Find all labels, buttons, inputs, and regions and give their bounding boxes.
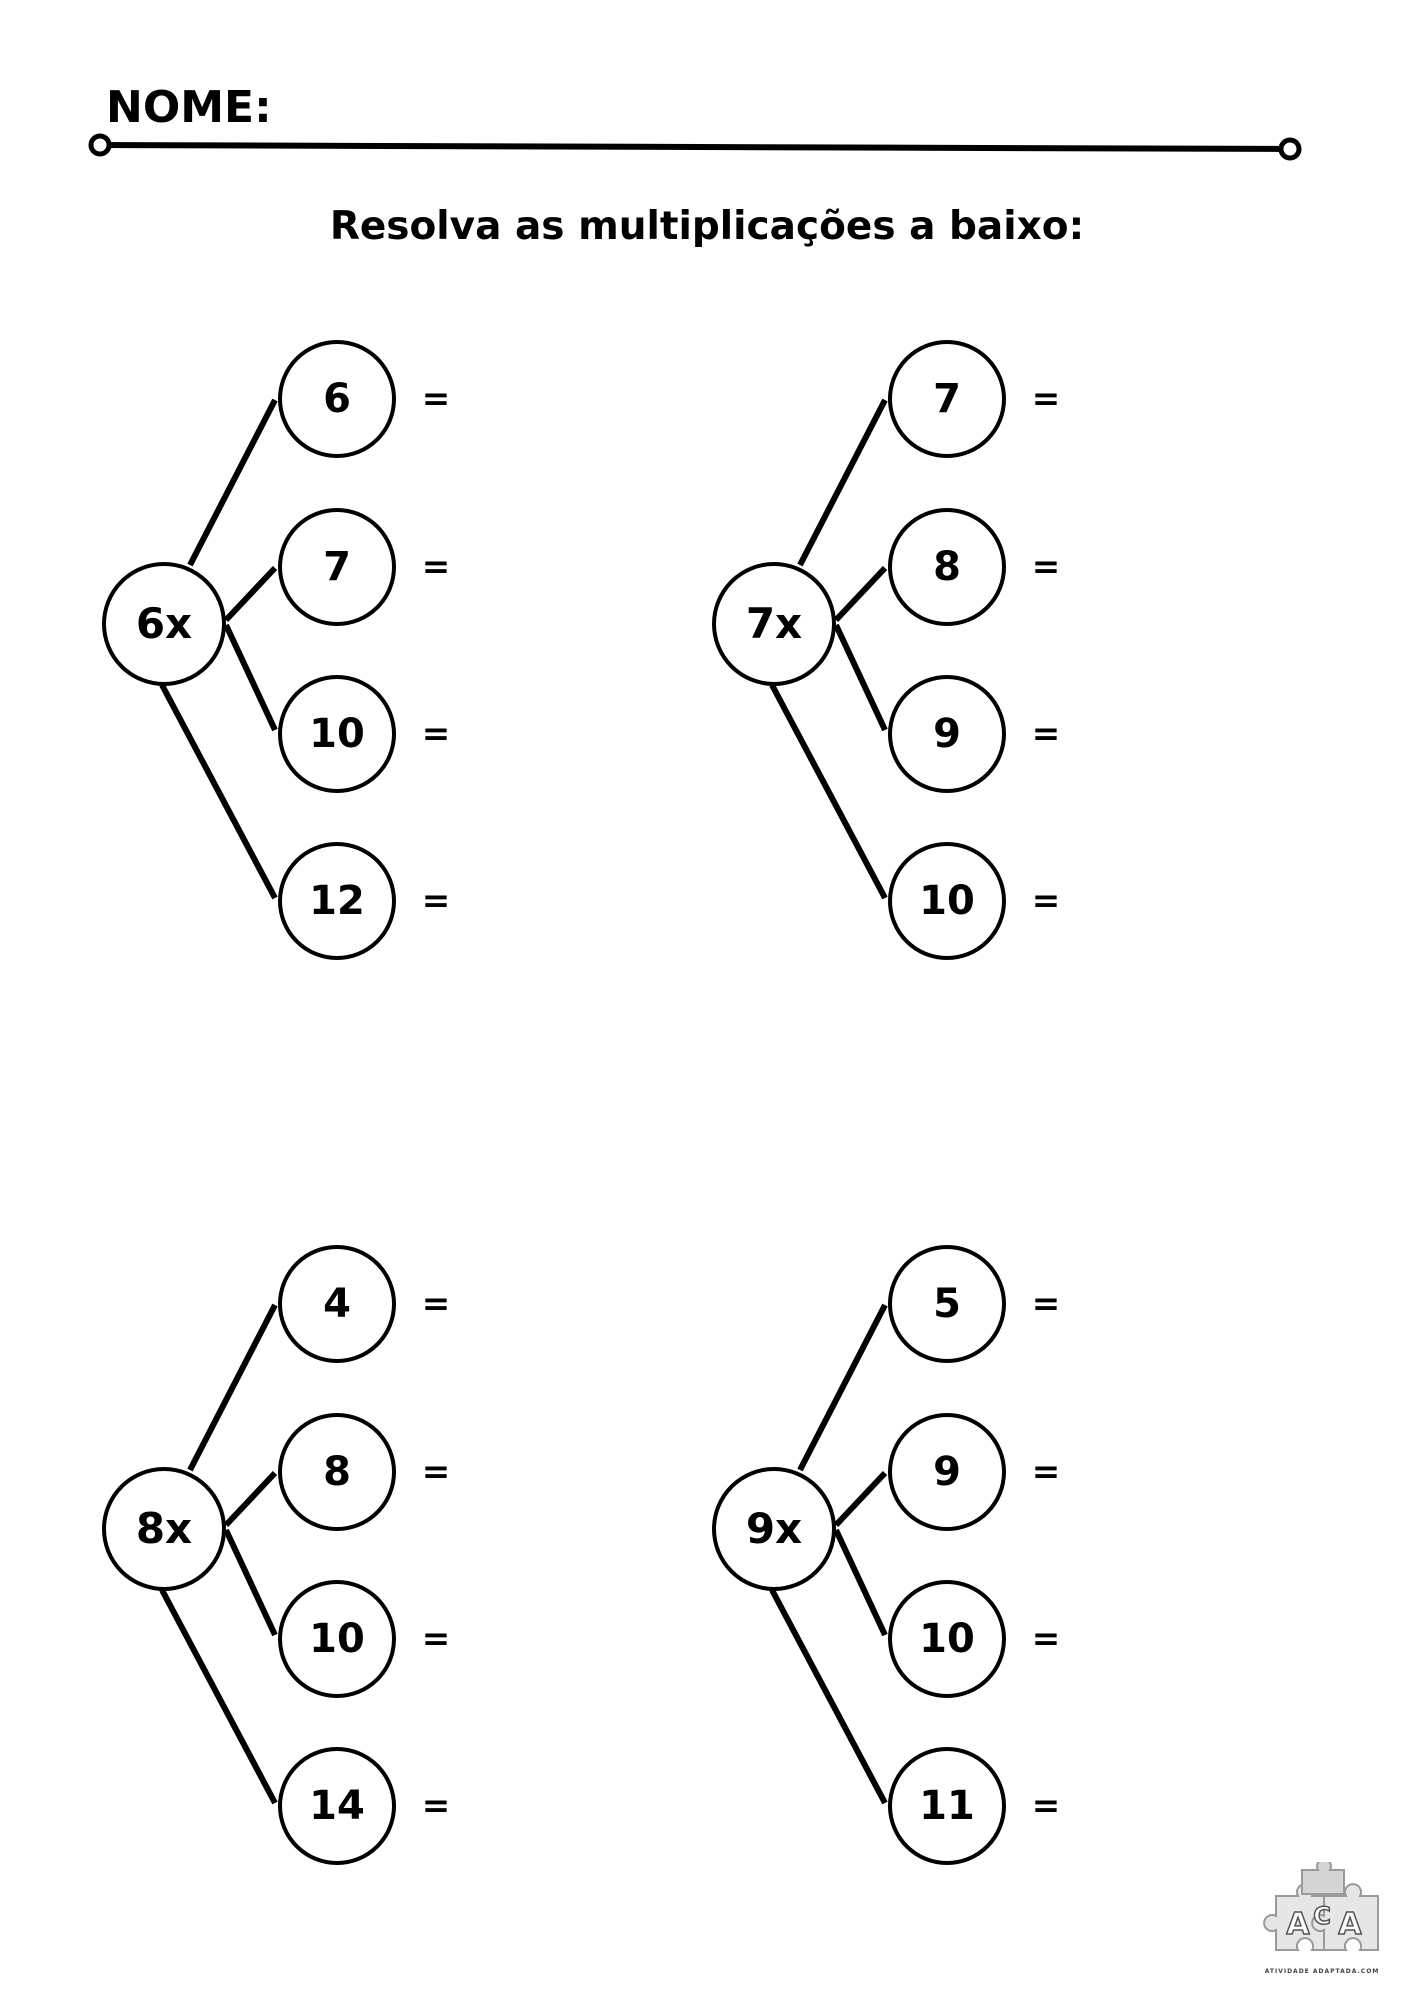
answer-slot[interactable]: [1072, 719, 1182, 749]
factor-circle: 10: [888, 1580, 1006, 1698]
factor-circle: 12: [278, 842, 396, 960]
logo-letter: A: [1338, 1907, 1362, 1942]
answer-slot[interactable]: [1072, 1289, 1182, 1319]
answer-slot[interactable]: [1072, 886, 1182, 916]
multiplier-circle: 8x: [102, 1467, 226, 1591]
factor-circle: 7: [888, 340, 1006, 458]
answer-slot[interactable]: [462, 1457, 572, 1487]
factor-circle: 7: [278, 508, 396, 626]
multiplication-tree-8x: 8x 4 8 10 14 = = = =: [100, 1235, 660, 1875]
factor-circle: 8: [888, 508, 1006, 626]
answer-slot[interactable]: [462, 1791, 572, 1821]
factor-circle: 5: [888, 1245, 1006, 1363]
factor-circle: 9: [888, 1413, 1006, 1531]
puzzle-logo-icon: A C A: [1263, 1862, 1379, 1951]
equals-sign: =: [1031, 1619, 1061, 1659]
answer-slot[interactable]: [1072, 384, 1182, 414]
multiplier-circle: 7x: [712, 562, 836, 686]
factor-circle: 6: [278, 340, 396, 458]
factor-circle: 10: [278, 675, 396, 793]
instruction-text: Resolva as multiplicações a baixo:: [329, 204, 1085, 249]
name-underline: [99, 142, 1291, 152]
multiplier-circle: 6x: [102, 562, 226, 686]
answer-slot[interactable]: [1072, 1624, 1182, 1654]
factor-circle: 8: [278, 1413, 396, 1531]
answer-slot[interactable]: [462, 886, 572, 916]
name-label: NOME:: [106, 82, 272, 133]
tree-branches: [769, 398, 888, 900]
equals-sign: =: [1031, 379, 1061, 419]
equals-sign: =: [421, 1786, 451, 1826]
factor-circle: 11: [888, 1747, 1006, 1865]
answer-slot[interactable]: [462, 384, 572, 414]
answer-slot[interactable]: [1072, 1457, 1182, 1487]
equals-sign: =: [421, 1619, 451, 1659]
answer-slot[interactable]: [1072, 1791, 1182, 1821]
multiplication-tree-7x: 7x 7 8 9 10 = = = =: [710, 330, 1270, 970]
equals-sign: =: [1031, 714, 1061, 754]
name-field[interactable]: [0, 0, 1414, 200]
equals-sign: =: [1031, 1452, 1061, 1492]
factor-circle: 10: [888, 842, 1006, 960]
line-start-dot: [88, 133, 112, 157]
equals-sign: =: [1031, 1284, 1061, 1324]
equals-sign: =: [421, 881, 451, 921]
equals-sign: =: [1031, 881, 1061, 921]
answer-slot[interactable]: [1072, 552, 1182, 582]
factor-circle: 4: [278, 1245, 396, 1363]
answer-slot[interactable]: [462, 552, 572, 582]
factor-circle: 14: [278, 1747, 396, 1865]
equals-sign: =: [421, 547, 451, 587]
logo-letter: C: [1313, 1902, 1331, 1930]
answer-slot[interactable]: [462, 719, 572, 749]
factor-circle: 10: [278, 1580, 396, 1698]
logo-letter: A: [1286, 1907, 1310, 1942]
multiplier-circle: 9x: [712, 1467, 836, 1591]
logo-caption: ATIVIDADE ADAPTADA.COM: [1264, 1968, 1380, 1975]
equals-sign: =: [421, 1452, 451, 1492]
answer-slot[interactable]: [462, 1624, 572, 1654]
tree-branches: [159, 1303, 278, 1805]
tree-branches: [769, 1303, 888, 1805]
equals-sign: =: [1031, 1786, 1061, 1826]
tree-branches: [159, 398, 278, 900]
line-end-dot: [1278, 137, 1302, 161]
equals-sign: =: [421, 379, 451, 419]
equals-sign: =: [1031, 547, 1061, 587]
factor-circle: 9: [888, 675, 1006, 793]
equals-sign: =: [421, 714, 451, 754]
multiplication-tree-9x: 9x 5 9 10 11 = = = =: [710, 1235, 1270, 1875]
multiplication-tree-6x: 6x 6 7 10 12 = = = =: [100, 330, 660, 970]
answer-slot[interactable]: [462, 1289, 572, 1319]
equals-sign: =: [421, 1284, 451, 1324]
